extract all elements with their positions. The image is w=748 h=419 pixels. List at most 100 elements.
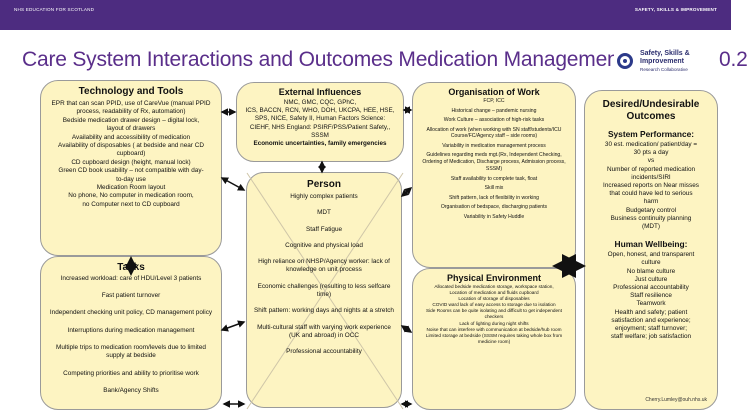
desired-heading: Desired/Undesirable Outcomes [602, 99, 700, 122]
system-performance-line: 30 est. medication/ patient/day = [604, 141, 698, 148]
tasks-box: Tasks Increased workload: care of HDU/Le… [40, 256, 222, 410]
tasks-line: Fast patient turnover [101, 292, 161, 300]
arrow-tech-person [220, 177, 246, 191]
human-wellbeing-line: Teamwork [636, 300, 666, 308]
human-wellbeing-line: satisfaction and experience; [611, 316, 691, 324]
organisation-line: Work Culture – association of high-risk … [443, 117, 545, 123]
desired-outcomes-box: Desired/Undesirable Outcomes System Perf… [584, 90, 718, 410]
technology-line: Bedside medication drawer design – digit… [62, 116, 200, 124]
human-wellbeing-line: Just culture [634, 275, 668, 283]
person-line: High reliance on NHSP/Agency worker: lac… [258, 258, 390, 274]
human-wellbeing-line: enjoyment; staff turnover; [615, 325, 687, 333]
person-line: Multi-cultural staff with varying work e… [257, 323, 391, 339]
external-heading: External Influences [278, 87, 362, 97]
person-line: Highly complex patients [290, 193, 358, 200]
human-wellbeing-line: No blame culture [626, 267, 676, 275]
header-bar: NHS EDUCATION FOR SCOTLAND SAFETY, SKILL… [0, 0, 731, 30]
physical-line: Side Rooms can be quite isolating and di… [426, 308, 562, 320]
organisation-line: Organisation of bedspace, discharging pa… [440, 204, 548, 211]
system-performance-line: vs [647, 157, 655, 165]
external-line: ICS, BACCN, RCN, WHO, DOH, UKCPA, HEE, H… [245, 107, 395, 115]
system-performance-line: incidents/SIRI [631, 173, 671, 181]
human-wellbeing-line: staff welfare; job satisfaction [610, 333, 692, 341]
organisation-line: Skill mix [484, 185, 504, 192]
person-line: MDT [317, 209, 331, 217]
tasks-line: Increased workload: care of HDU/Level 3 … [60, 275, 202, 282]
technology-line: Medication Room layout [96, 184, 166, 192]
human-wellbeing-line: Staff resilience [630, 292, 672, 300]
person-line: Professional accountability [286, 348, 362, 356]
external-line: SPS, NICE, Safety II, Human Factors Scie… [254, 115, 386, 123]
tasks-line: Interruptions during medication manageme… [67, 326, 195, 334]
technology-line: EPR that can scan PPID, use of CareVue (… [51, 100, 211, 107]
external-line: SSSM [311, 131, 329, 139]
external-line: CIEHF, NHS England: PSIRF/PSS/Patient Sa… [249, 123, 391, 131]
logo-mark-icon [617, 53, 633, 69]
technology-line: cupboard) [116, 150, 146, 158]
technology-line: Availability and accessibility of medica… [71, 133, 191, 141]
technology-line: to-day use [116, 175, 146, 183]
physical-environment-box: Physical Environment Allocated bedside m… [412, 268, 576, 410]
tasks-line: Multiple trips to medication room/levels… [56, 343, 206, 360]
logo-subtitle: Research Collaborative [640, 67, 688, 72]
organisation-line: Allocation of work (when working with SN… [426, 126, 562, 140]
physical-line: Noise that can interfere with communicat… [426, 326, 562, 332]
diagram-title: Care System Interactions and Outcomes Me… [22, 48, 748, 71]
system-performance-line: 30 pts a day [633, 149, 669, 157]
header-left-label: NHS EDUCATION FOR SCOTLAND [14, 7, 95, 12]
system-performance-line: Business continuity planning [610, 214, 692, 222]
header-right-label: SAFETY, SKILLS & IMPROVEMENT [634, 7, 717, 12]
technology-heading: Technology and Tools [78, 86, 184, 97]
organisation-heading: Organisation of Work [448, 87, 540, 97]
external-influences-box: External Influences NMC, GMC, CQC, GPhC,… [236, 82, 404, 162]
technology-line: Green CD book usability – not compatible… [58, 167, 204, 175]
tasks-heading: Tasks [117, 262, 145, 273]
organisation-line: FCP, ICC [483, 98, 505, 104]
tasks-line: Competing priorities and ability to prio… [63, 369, 199, 377]
organisation-line: Guidelines regarding meds mgt.(Rx, Indep… [422, 152, 566, 173]
person-line: Shift pattern: working days and nights a… [254, 307, 394, 315]
human-wellbeing-heading: Human Wellbeing: [614, 239, 688, 250]
arrow-person-org [400, 187, 413, 197]
physical-line: Location of medication and fluids cupboa… [449, 290, 539, 296]
system-performance-line: harm [643, 198, 659, 206]
system-performance-line: Budgetary control [625, 206, 677, 214]
technology-lines: EPR that can scan PPID, use of CareVue (… [47, 100, 215, 209]
person-line: Staff Fatigue [305, 225, 343, 233]
external-lines: NMC, GMC, CQC, GPhC,ICS, BACCN, RCN, WHO… [242, 99, 398, 140]
physical-line: Lack of lighting during night shifts [459, 320, 529, 326]
tasks-line: Independent checking unit policy, CD man… [49, 309, 213, 317]
organisation-line: Variability in Safety Huddle [463, 213, 525, 220]
technology-line: no Computer next to CD cupboard [82, 200, 180, 208]
human-wellbeing-line: Health and safety; patient [614, 308, 688, 316]
contact-email: Cherry.Lumley@ouh.nhs.uk [645, 397, 707, 403]
physical-line: Location of storage of disposables [458, 296, 530, 302]
system-performance-line: Number of reported medication [606, 165, 696, 173]
logo-name-line2: Improvement [640, 58, 684, 65]
technology-line: process, readability of Rx, automation) [76, 108, 186, 116]
system-performance-lines: 30 est. medication/ patient/day =30 pts … [590, 141, 712, 231]
ssirc-logo: Safety, Skills & Improvement Research Co… [614, 48, 718, 78]
person-heading: Person [307, 179, 341, 190]
arrow-person-physical [400, 325, 413, 333]
person-line: Economic challenges (resulting to less s… [257, 282, 391, 299]
human-wellbeing-line: Professional accountability [613, 284, 689, 292]
external-line: NMC, GMC, CQC, GPhC, [283, 99, 357, 106]
logo-name-line1: Safety, Skills & [640, 50, 690, 57]
external-bold-line: Economic uncertainties, family emergenci… [253, 140, 387, 148]
physical-line: Limited storage at bedside (SSSM require… [425, 332, 563, 344]
human-wellbeing-line: culture [641, 259, 661, 267]
organisation-line: Shift pattern, lack of flexibility in wo… [448, 194, 540, 201]
technology-tools-box: Technology and Tools EPR that can scan P… [40, 80, 222, 256]
human-wellbeing-line: Open, honest, and transparent [607, 251, 695, 259]
technology-line: layout of drawers [106, 125, 156, 133]
organisation-line: Staff availability to complete task, flo… [450, 175, 538, 182]
person-line: Cognitive and physical load [285, 241, 363, 249]
physical-line: Allocated bedside medication storage, wo… [434, 284, 554, 289]
arrow-tasks-person [220, 320, 246, 332]
